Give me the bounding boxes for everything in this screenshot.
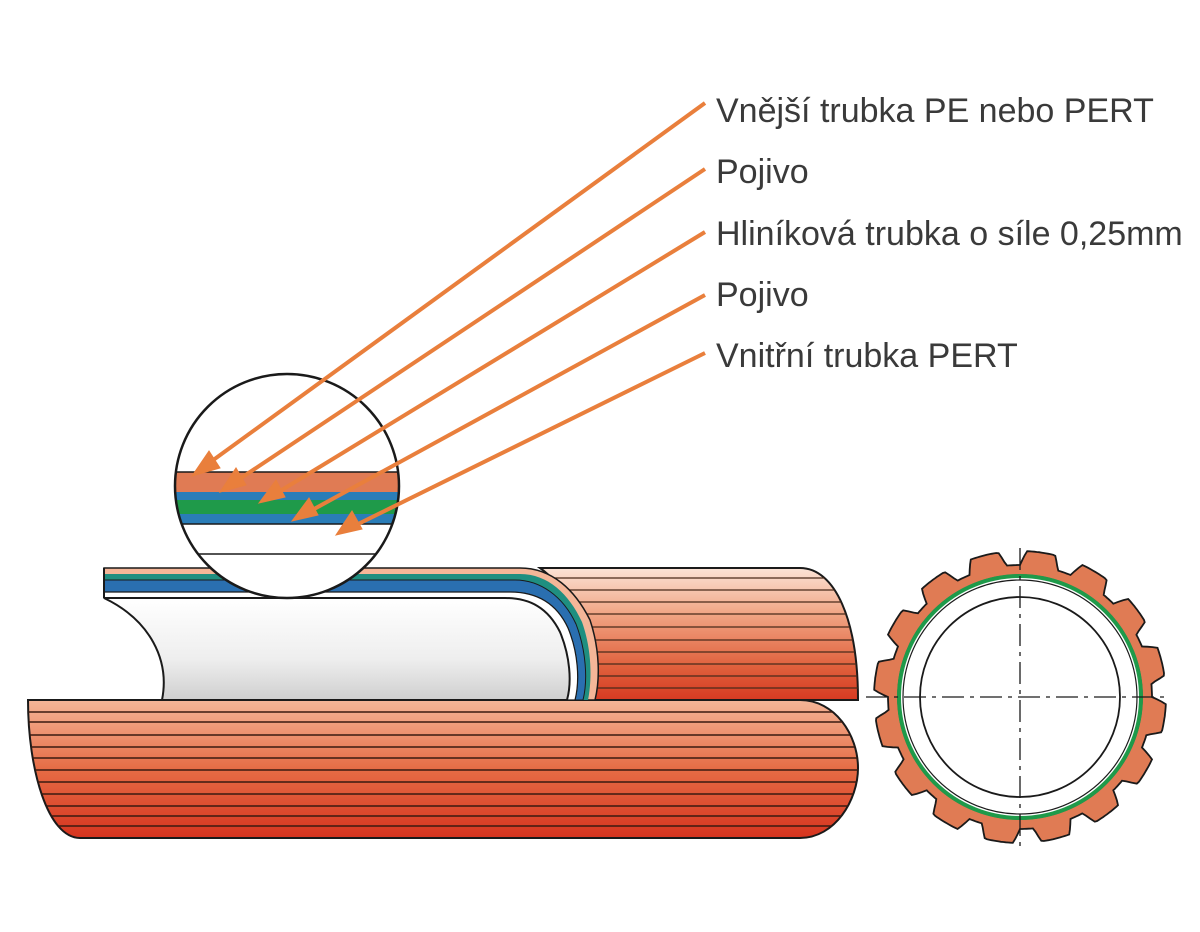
label-aluminium-tube: Hliníková trubka o síle 0,25mm (716, 215, 1183, 253)
pipe-lower-body (26, 699, 860, 839)
label-inner-pipe: Vnitřní trubka PERT (716, 337, 1018, 375)
arrow-adhesive-1-head (218, 467, 247, 493)
pipe-cross-section (866, 548, 1167, 846)
label-outer-pipe: Vnější trubka PE nebo PERT (716, 92, 1154, 130)
leader-arrows (190, 101, 707, 536)
pipe-inner-surface (103, 597, 571, 701)
arrow-adhesive-2 (304, 293, 706, 516)
layer-labels: Vnější trubka PE nebo PERT Pojivo Hliník… (716, 92, 1183, 375)
arrow-outer-pipe-head (190, 450, 221, 477)
label-adhesive-2: Pojivo (716, 276, 809, 314)
label-adhesive-1: Pojivo (716, 153, 809, 191)
arrow-aluminium-head (257, 479, 286, 504)
arrow-aluminium (270, 230, 707, 498)
arrow-inner-pert (349, 351, 706, 530)
pipe-cut-layers (103, 567, 600, 701)
arrow-outer-pipe (203, 101, 707, 468)
arrow-adhesive-1 (230, 167, 707, 486)
arrow-inner-pert-head (334, 510, 363, 536)
arrow-adhesive-2-head (290, 497, 319, 522)
